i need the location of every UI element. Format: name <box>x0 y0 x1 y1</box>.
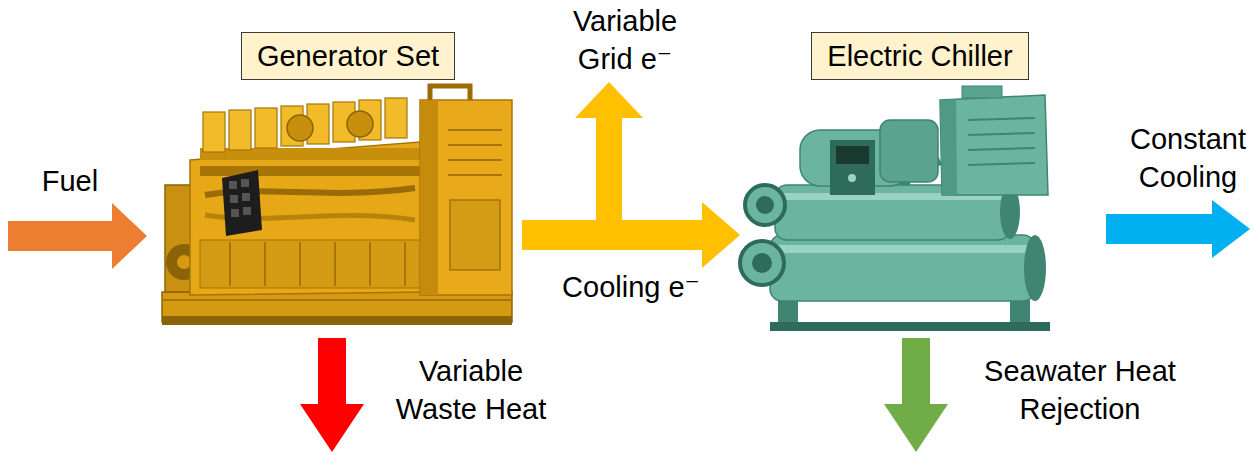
electric-chiller-illustration-part <box>848 174 856 182</box>
electric-chiller-illustration-part <box>770 235 1035 301</box>
generator-set-illustration-part <box>299 242 301 286</box>
generator-set-illustration-part <box>334 242 336 286</box>
generator-set-illustration-part <box>162 316 512 325</box>
flow-label: Variable Waste Heat <box>394 352 549 428</box>
generator-set-illustration-part <box>430 86 470 100</box>
generator-set-illustration-part <box>420 100 438 295</box>
flow-label: Constant Cooling <box>1128 120 1249 196</box>
generator-set-illustration-part <box>404 242 406 286</box>
generator-set-illustration-part <box>241 179 249 187</box>
generator-set-illustration-part <box>347 111 373 137</box>
electric-chiller-illustration-part <box>940 99 957 195</box>
heat-rejection-arrow-part <box>884 338 948 452</box>
electric-chiller-illustration-part <box>740 241 784 285</box>
edge-label: Cooling e⁻ <box>562 268 700 306</box>
generator-set-illustration-part <box>448 129 502 131</box>
electric-chiller-illustration-part <box>962 86 1002 98</box>
electric-chiller-illustration-part <box>752 253 772 273</box>
generator-set-illustration-part <box>255 108 277 148</box>
power-flow-arrow <box>522 202 740 268</box>
equipment-title: Electric Chiller <box>811 32 1028 80</box>
generator-set-illustration-part <box>420 100 512 295</box>
electric-chiller-illustration-part <box>830 140 875 195</box>
cooling-output-arrow-part <box>1106 200 1250 258</box>
generator-set-illustration-part <box>264 242 266 286</box>
flow-label: Seawater Heat Rejection <box>983 352 1178 428</box>
electric-chiller-illustration-part <box>880 120 938 182</box>
electric-chiller-illustration-part <box>770 322 1050 331</box>
generator-set-illustration-part <box>229 181 237 189</box>
generator-set-illustration-part <box>448 174 502 176</box>
electric-chiller-illustration-part <box>968 148 1035 150</box>
cooling-output-arrow <box>1106 200 1250 258</box>
generator-set-illustration-part <box>203 112 225 152</box>
fuel-arrow-part <box>8 203 147 269</box>
electric-chiller-illustration-part <box>968 118 1035 120</box>
heat-rejection-arrow <box>884 338 948 452</box>
electric-chiller-illustration-part <box>745 185 785 225</box>
equipment-title: Generator Set <box>241 32 455 80</box>
flow-label: Variable Grid e⁻ <box>571 2 680 78</box>
equipment-node: Electric Chiller <box>740 28 1100 335</box>
fuel-arrow <box>8 203 147 269</box>
generator-set-illustration-part <box>448 144 502 146</box>
generator-set-illustration <box>162 86 512 325</box>
generator-set-illustration-part <box>231 209 239 217</box>
generator-set-illustration-part <box>243 207 251 215</box>
generator-set-illustration-part <box>229 242 231 286</box>
generator-set-illustration-part <box>222 170 262 236</box>
electric-chiller-illustration-part <box>756 196 774 214</box>
electric-chiller-illustration-part <box>968 133 1035 135</box>
electric-chiller-illustration-part <box>968 163 1035 165</box>
waste-heat-arrow-part <box>300 338 364 452</box>
generator-set-illustration-part <box>229 110 251 150</box>
flow-label: Fuel <box>42 162 98 200</box>
electric-chiller-illustration-part <box>940 95 1048 195</box>
generator-set-illustration-part <box>162 299 512 301</box>
generator-set-illustration-part <box>200 240 422 288</box>
generator-set-illustration-part <box>369 242 371 286</box>
electric-chiller-illustration-part <box>1024 235 1046 301</box>
generator-set-illustration-part <box>190 142 428 295</box>
electric-chiller-illustration-part <box>772 245 1032 253</box>
generator-set-illustration-part <box>200 166 420 176</box>
generator-set-illustration-part <box>385 98 407 138</box>
grid-power-arrow <box>575 82 643 226</box>
generator-set-illustration-part <box>287 115 313 141</box>
waste-heat-arrow <box>300 338 364 452</box>
electric-chiller-illustration-part <box>836 146 869 164</box>
generator-set-illustration-part <box>230 195 238 203</box>
generator-set-illustration-part <box>450 200 500 270</box>
equipment-node: Generator Set <box>160 28 522 335</box>
grid-power-arrow-part <box>575 82 643 226</box>
electric-chiller-illustration <box>740 86 1050 331</box>
generator-set-illustration-part <box>177 255 191 269</box>
generator-set-illustration-part <box>448 159 502 161</box>
generator-set-illustration-part <box>242 193 250 201</box>
